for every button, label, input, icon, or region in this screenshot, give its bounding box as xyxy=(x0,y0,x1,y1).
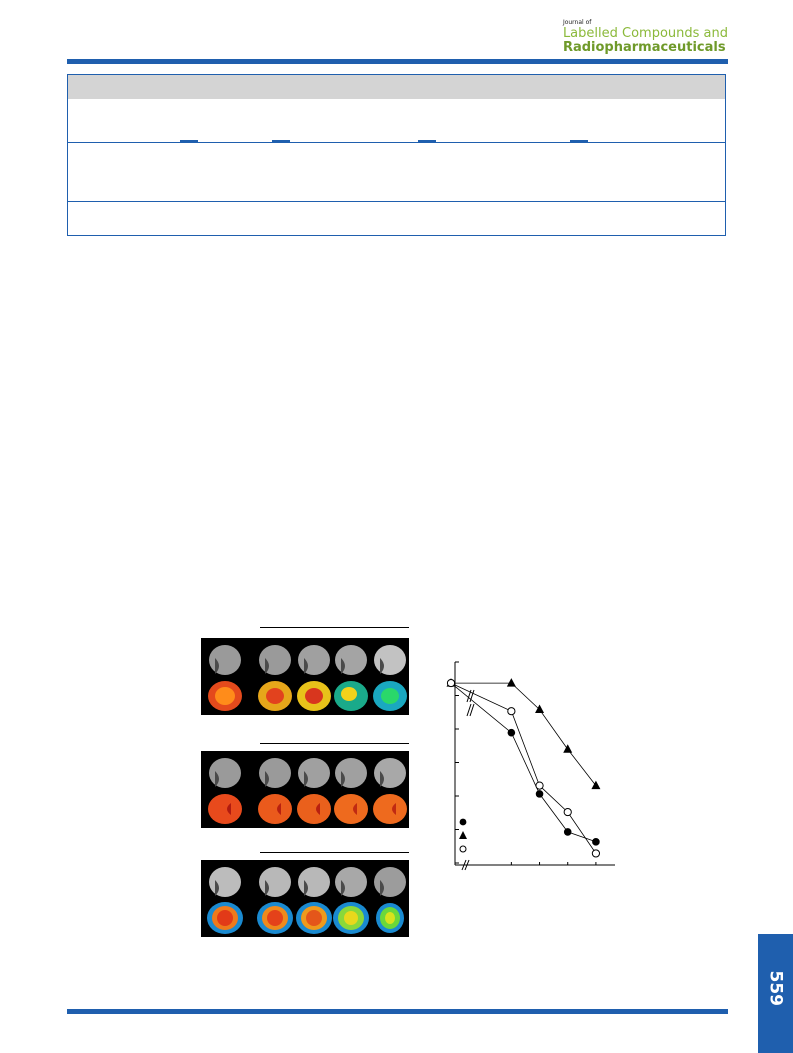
table-row-divider xyxy=(68,142,725,143)
data-table xyxy=(67,74,726,236)
brain-slice-row-color xyxy=(208,681,407,711)
line-break-mark xyxy=(466,689,472,703)
journal-logo: Journal of Labelled Compounds and Radiop… xyxy=(562,19,728,55)
panel-label-line xyxy=(260,852,409,853)
table-row-divider xyxy=(68,201,725,202)
panel-label-line xyxy=(260,743,409,744)
data-point-open-circle xyxy=(446,678,456,688)
data-point-triangle xyxy=(563,744,573,753)
chart-svg xyxy=(446,661,615,871)
data-point-triangle xyxy=(535,704,545,714)
series-line xyxy=(451,682,597,786)
data-point-open-circle xyxy=(507,707,516,716)
axis-break-mark xyxy=(461,859,467,871)
data-point-filled-circle xyxy=(507,728,516,737)
journal-of-text: Journal of xyxy=(562,19,592,26)
data-point-filled-circle xyxy=(563,828,572,836)
legend-marker-filled-circle xyxy=(459,818,467,826)
data-point-open-circle xyxy=(591,849,601,858)
page-number-tab: 559 xyxy=(758,934,793,1053)
page-number: 559 xyxy=(765,970,786,1007)
autoradiography-panel-b xyxy=(201,751,409,828)
table-mark xyxy=(570,140,588,142)
autoradiography-panel-c xyxy=(201,860,409,937)
data-point-triangle xyxy=(591,780,601,790)
brain-slice-row-gray xyxy=(209,867,406,897)
line-break-mark xyxy=(469,703,475,717)
brain-slice-row-color xyxy=(207,902,404,934)
journal-title-line2: Radiopharmaceuticals xyxy=(562,40,726,55)
autoradiography-panel-a xyxy=(201,638,409,715)
data-point-filled-circle xyxy=(592,838,600,846)
data-point-triangle xyxy=(506,678,516,687)
table-mark xyxy=(418,140,436,142)
header-rule xyxy=(67,59,728,64)
table-header-row xyxy=(68,75,725,99)
legend-marker-triangle xyxy=(459,831,467,839)
data-point-open-circle xyxy=(535,781,544,790)
line-break-mark xyxy=(466,703,472,717)
brain-slice-row-color xyxy=(208,794,407,824)
panel-label-line xyxy=(260,627,409,628)
axis-break-mark xyxy=(464,859,470,871)
brain-slice-row-gray xyxy=(209,758,406,788)
line-break-mark xyxy=(469,689,475,703)
footer-rule xyxy=(67,1009,728,1014)
brain-slice-row-gray xyxy=(209,645,406,675)
data-point-filled-circle xyxy=(535,790,544,798)
table-mark xyxy=(180,140,198,142)
line-graph xyxy=(430,650,630,880)
legend-marker-open-circle xyxy=(459,845,467,853)
table-mark xyxy=(272,140,290,142)
data-point-open-circle xyxy=(563,807,572,817)
journal-title-line1: Labelled Compounds and xyxy=(562,26,728,41)
